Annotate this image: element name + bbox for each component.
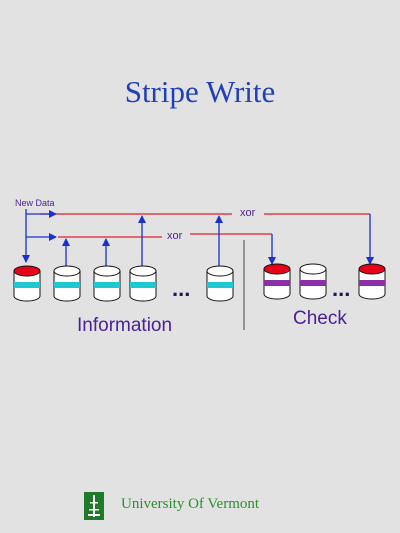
xor-bottom-label: xor — [167, 230, 183, 242]
disk-2 — [53, 265, 81, 302]
new-data-label: New Data — [15, 198, 55, 208]
disk-3 — [93, 265, 121, 302]
check-ellipsis: ... — [332, 276, 351, 301]
check-disk-1 — [263, 263, 291, 300]
disk-5 — [206, 265, 234, 302]
information-label: Information — [77, 315, 173, 336]
check-disk-3 — [358, 263, 386, 300]
disk-4 — [129, 265, 157, 302]
check-disk-2 — [299, 263, 327, 300]
disk-1 — [13, 265, 41, 302]
xor-top-label: xor — [240, 207, 256, 219]
university-name: University Of Vermont — [121, 496, 260, 512]
uvm-logo-icon — [84, 492, 104, 520]
check-label: Check — [293, 308, 347, 329]
slide-title: Stripe Write — [124, 74, 276, 109]
information-ellipsis: ... — [172, 276, 191, 301]
